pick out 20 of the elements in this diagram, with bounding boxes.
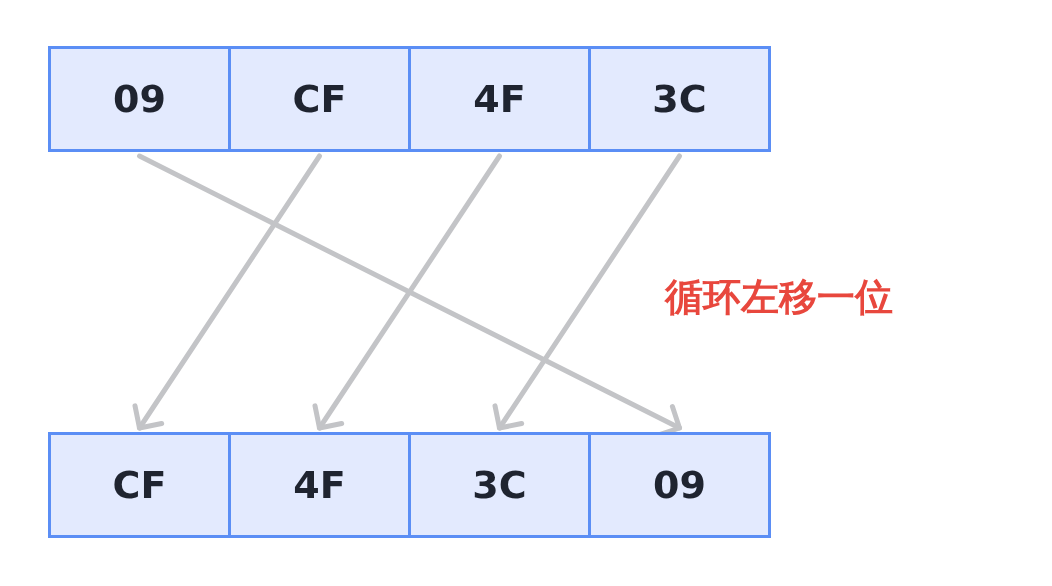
- hex-value: 4F: [473, 77, 526, 121]
- hex-value: 09: [653, 463, 706, 507]
- byte-cell: [408, 46, 591, 152]
- byte-cell: [228, 432, 411, 538]
- hex-value: CF: [112, 463, 167, 507]
- hex-value: 09: [113, 77, 166, 121]
- byte-cell: [588, 46, 771, 152]
- byte-cell: [588, 432, 771, 538]
- hex-value: CF: [292, 77, 347, 121]
- arrow: [132, 153, 322, 431]
- hex-value: 3C: [472, 463, 527, 507]
- hex-value: 4F: [293, 463, 346, 507]
- byte-cell: [228, 46, 411, 152]
- hex-value: 3C: [652, 77, 707, 121]
- byte-cell: [48, 432, 231, 538]
- byte-cell: [408, 432, 591, 538]
- arrow: [312, 153, 502, 431]
- byte-cell: [48, 46, 231, 152]
- annotation-text: 循环左移一位: [665, 274, 893, 321]
- arrow: [492, 153, 682, 431]
